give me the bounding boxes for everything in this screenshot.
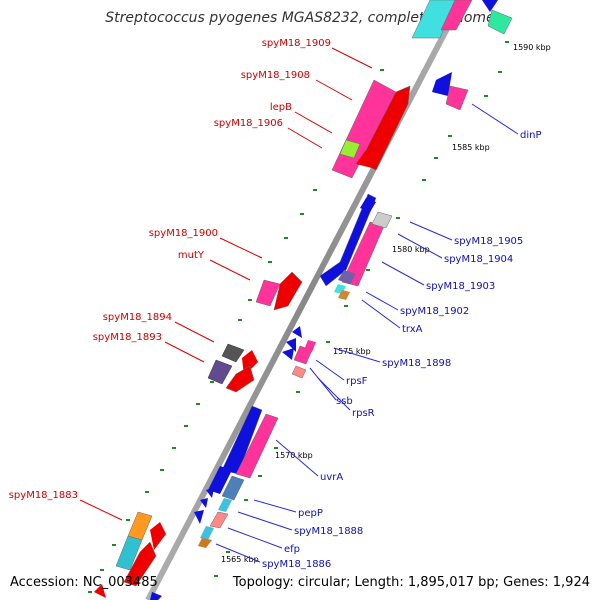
- gene-label-spym18-1906: spyM18_1906: [214, 118, 283, 129]
- gene-features-bottom-left[interactable]: [94, 511, 166, 600]
- gene-features-1894[interactable]: [207, 343, 258, 393]
- gene-label-uvra: uvrA: [320, 472, 343, 483]
- gene-label-spym18-1888: spyM18_1888: [294, 526, 363, 537]
- gene-label-trxa: trxA: [402, 324, 423, 335]
- gene-label-spym18-1886: spyM18_1886: [262, 559, 331, 570]
- gene-label-rpsf: rpsF: [346, 376, 368, 387]
- gene-label-spym18-1909: spyM18_1909: [262, 38, 331, 49]
- gene-label-ssb: ssb: [336, 396, 353, 407]
- forward-label-connectors: [79, 47, 373, 521]
- gene-label-spym18-1903: spyM18_1903: [426, 281, 495, 292]
- gene-features-mid-right[interactable]: [319, 193, 393, 300]
- gene-label-spym18-1908: spyM18_1908: [241, 70, 310, 81]
- gene-label-muty: mutY: [178, 250, 205, 261]
- topology-text: Topology: circular; Length: 1,895,017 bp…: [232, 575, 590, 590]
- gene-label-dinp: dinP: [520, 130, 542, 141]
- gene-features-upper-left[interactable]: [331, 79, 411, 179]
- gene-label-rpsr: rpsR: [352, 408, 375, 419]
- kbp-label-1565: 1565 kbp: [221, 555, 259, 564]
- kbp-label-1590: 1590 kbp: [513, 43, 551, 52]
- accession-text: Accession: NC_003485: [10, 575, 158, 590]
- gene-features-top[interactable]: [411, 0, 513, 111]
- gene-features-lower-right[interactable]: [194, 405, 279, 548]
- gene-features-mid-left[interactable]: [255, 271, 303, 311]
- genome-title: Streptococcus pyogenes MGAS8232, complet…: [105, 10, 494, 26]
- gene-label-efp: efp: [284, 544, 300, 555]
- kbp-label-1575: 1575 kbp: [333, 347, 371, 356]
- gene-label-pepp: pepP: [298, 508, 323, 519]
- kbp-label-1585: 1585 kbp: [452, 143, 490, 152]
- gene-features-1575[interactable]: [282, 326, 316, 379]
- gene-label-spym18-1893: spyM18_1893: [93, 332, 162, 343]
- gene-label-spym18-1900: spyM18_1900: [149, 228, 218, 239]
- gene-label-spym18-1904: spyM18_1904: [444, 254, 513, 265]
- gene-label-spym18-1905: spyM18_1905: [454, 236, 523, 247]
- reverse-label-connectors: [215, 103, 519, 563]
- gene-label-spym18-1902: spyM18_1902: [400, 306, 469, 317]
- gene-label-spym18-1883: spyM18_1883: [9, 490, 78, 501]
- kbp-label-1580: 1580 kbp: [392, 245, 430, 254]
- gene-label-lepb: lepB: [270, 102, 292, 113]
- gene-label-spym18-1894: spyM18_1894: [103, 312, 172, 323]
- gene-label-spym18-1898: spyM18_1898: [382, 358, 451, 369]
